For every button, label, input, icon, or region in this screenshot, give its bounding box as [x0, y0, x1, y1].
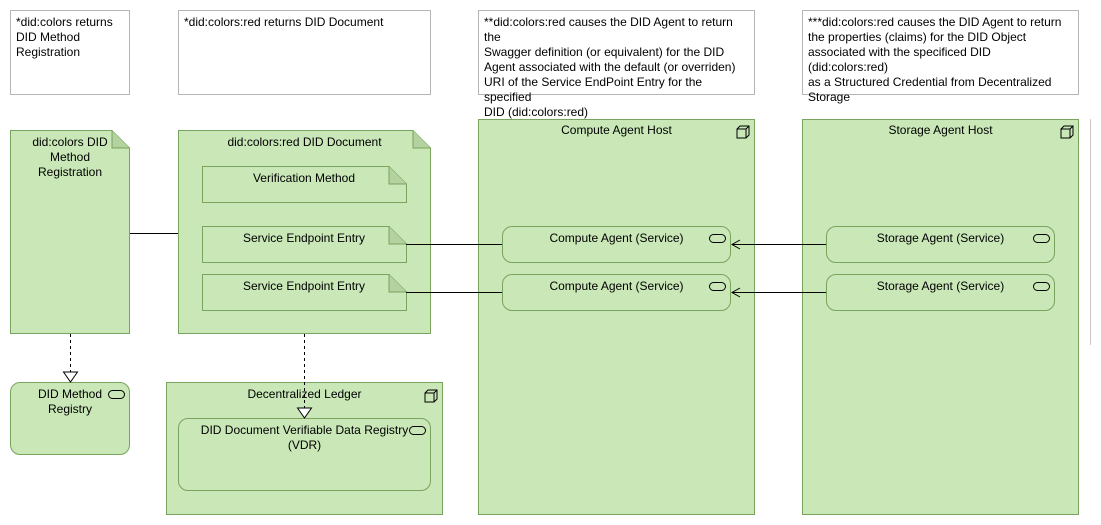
service-endpoint-entry-artifact[interactable]: [202, 274, 407, 311]
storage-agent-service-label: Storage Agent (Service): [876, 231, 1005, 245]
storage-agent-service[interactable]: Storage Agent (Service): [826, 274, 1055, 311]
verification-method-label: Verification Method: [252, 171, 356, 185]
method-registration-label: did:colors DID Method Registration: [32, 135, 108, 179]
did-method-registry-label: DID Method Registry: [37, 387, 103, 416]
note-method-registration[interactable]: *did:colors returns DID Method Registrat…: [10, 10, 130, 95]
storage-agent-service[interactable]: Storage Agent (Service): [826, 226, 1055, 263]
decentralized-ledger-title: Decentralized Ledger: [247, 387, 362, 401]
node-icon: [1060, 125, 1074, 139]
node-icon: [424, 389, 438, 403]
note-did-document[interactable]: *did:colors:red returns DID Document: [178, 10, 431, 95]
service-icon: [108, 390, 125, 399]
vdr-service-label: DID Document Verifiable Data Registry (V…: [200, 423, 409, 452]
service-endpoint-entry-artifact[interactable]: [202, 226, 407, 263]
service-icon: [709, 282, 726, 291]
storage-agent-host-node[interactable]: Storage Agent Host: [802, 119, 1079, 515]
realization-head: [296, 407, 313, 419]
service-icon: [1033, 234, 1050, 243]
did-method-registry-service[interactable]: DID Method Registry: [10, 382, 130, 455]
verification-method-artifact[interactable]: [202, 166, 407, 203]
storage-agent-service-label: Storage Agent (Service): [876, 279, 1005, 293]
arrow-head: [730, 287, 741, 298]
service-endpoint-entry-label: Service Endpoint Entry: [242, 231, 366, 245]
storage-agent-host-title: Storage Agent Host: [888, 123, 993, 137]
vdr-service[interactable]: DID Document Verifiable Data Registry (V…: [178, 418, 431, 491]
compute-agent-service[interactable]: Compute Agent (Service): [502, 226, 731, 263]
service-icon: [709, 234, 726, 243]
note-service-endpoint[interactable]: **did:colors:red causes the DID Agent to…: [478, 10, 755, 119]
method-registration-artifact[interactable]: [10, 130, 130, 334]
compute-agent-service-label: Compute Agent (Service): [549, 279, 684, 293]
did-document-label: did:colors:red DID Document: [227, 135, 382, 149]
note-structured-credential[interactable]: ***did:colors:red causes the DID Agent t…: [802, 10, 1079, 104]
service-endpoint-entry-label: Service Endpoint Entry: [242, 279, 366, 293]
service-icon: [409, 426, 426, 435]
service-icon: [1033, 282, 1050, 291]
compute-agent-host-node[interactable]: Compute Agent Host: [478, 119, 755, 515]
arrow-head: [730, 239, 741, 250]
node-icon: [736, 125, 750, 139]
compute-agent-service-label: Compute Agent (Service): [549, 231, 684, 245]
realization-head: [62, 371, 79, 383]
compute-agent-host-title: Compute Agent Host: [561, 123, 672, 137]
compute-agent-service[interactable]: Compute Agent (Service): [502, 274, 731, 311]
